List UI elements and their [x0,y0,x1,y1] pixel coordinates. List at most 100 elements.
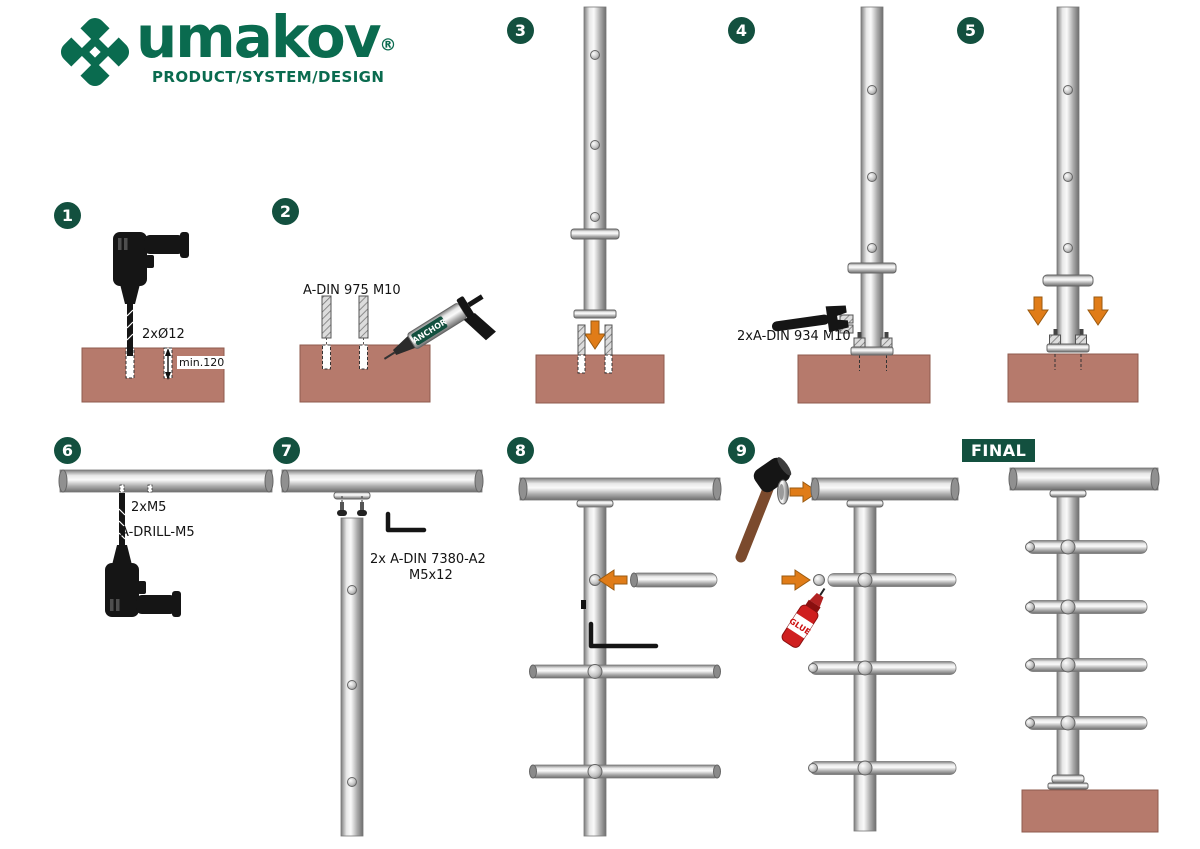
brand-tagline: PRODUCT/SYSTEM/DESIGN [152,68,385,86]
step6-drill-label: A-DRILL-M5 [120,525,195,540]
end-cap [58,469,68,493]
end-cap [1025,718,1035,728]
end-cap [1025,602,1035,612]
concrete-base [797,354,931,404]
handrail [518,477,722,501]
handrail [810,477,960,501]
post [847,6,897,356]
holder-stud [590,212,600,222]
step6-qty-label: 2xM5 [131,500,167,515]
end-cap [264,469,274,493]
holder-stud [1063,172,1073,182]
step2-rod-label: A-DIN 975 M10 [303,283,401,298]
brand-wordmark: umakov® [136,8,397,66]
saddle-bracket [576,499,614,508]
step1-qty-label: 2xØ12 [142,327,185,342]
step-6-badge: 6 [54,437,81,464]
step2-illustration: ANCHOR [299,294,496,403]
arrow-down-icon [1027,296,1049,326]
crossbar [529,664,721,679]
end-cap [712,477,722,501]
base-cover [1047,782,1089,790]
holder-stud [867,172,877,182]
crossbar [1025,539,1148,555]
holder-sphere [857,760,873,776]
nut [880,337,893,348]
end-cap [518,477,528,501]
concrete-base [1007,353,1139,403]
nut [1049,334,1061,345]
step4-illustration [771,6,931,404]
post [340,517,364,837]
end-cap [808,763,818,773]
holder-sphere [857,660,873,676]
step7-screw-label-1: 2x A-DIN 7380-A2 [370,552,486,567]
nut [1075,334,1087,345]
holder-stud [1063,85,1073,95]
arrow-right-icon [781,569,811,591]
step1-illustration [81,231,225,403]
end-cap [808,663,818,673]
holder-sphere [587,764,603,779]
holder-sphere [1060,539,1076,555]
holder-stud [347,777,357,787]
crossbar [1025,599,1148,615]
allen-key-icon [588,621,659,649]
end-cap [1025,660,1035,670]
registered-mark: ® [379,35,397,56]
final-illustration [1008,467,1160,833]
holder-sphere [1060,599,1076,615]
step7-illustration [280,469,484,837]
threaded-rod [321,295,369,345]
holder-stud [867,243,877,253]
step3-illustration [535,6,665,404]
glue-bottle-icon: GLUE [781,587,826,648]
cover-flange [1042,274,1094,287]
concrete-base [1021,789,1159,833]
base-plate [573,309,617,319]
nut [853,337,866,348]
screws [337,495,367,516]
set-screw [581,600,586,609]
saddle-bracket [333,491,371,500]
saddle-bracket [846,499,884,508]
crossbar [1025,715,1148,731]
step-8-badge: 8 [507,437,534,464]
holder-sphere [857,572,873,588]
crossbar [827,572,957,588]
step-9-badge: 9 [728,437,755,464]
end-cap [280,469,290,493]
step5-illustration [1007,6,1139,403]
concrete-base [299,344,431,403]
holder-stud [590,140,600,150]
handrail [1008,467,1160,491]
base-plate [1046,343,1090,353]
step9-illustration: GLUE [735,457,960,832]
holder-stud [813,574,825,586]
final-badge: FINAL [962,439,1036,462]
step-7-badge: 7 [273,437,300,464]
step-5-badge: 5 [957,17,984,44]
brand-name: umakov [136,3,382,71]
holder-stud [1063,243,1073,253]
arrow-down-icon [584,320,606,350]
post [570,6,620,319]
mallet-handle [735,483,774,563]
end-cap [474,469,484,493]
base-flange [1051,774,1085,784]
step-4-badge: 4 [728,17,755,44]
holder-stud [347,585,357,595]
end-cap-part [777,479,789,505]
step-1-badge: 1 [54,202,81,229]
crossbar [808,660,957,676]
cover-flange [847,262,897,274]
step8-illustration [518,477,722,837]
post [1047,496,1089,790]
crossbar-inserting [630,572,718,588]
holder-stud [867,85,877,95]
crossbar [529,764,721,779]
allen-key-icon [385,511,427,533]
holder-sphere [587,664,603,679]
handrail [280,469,484,493]
